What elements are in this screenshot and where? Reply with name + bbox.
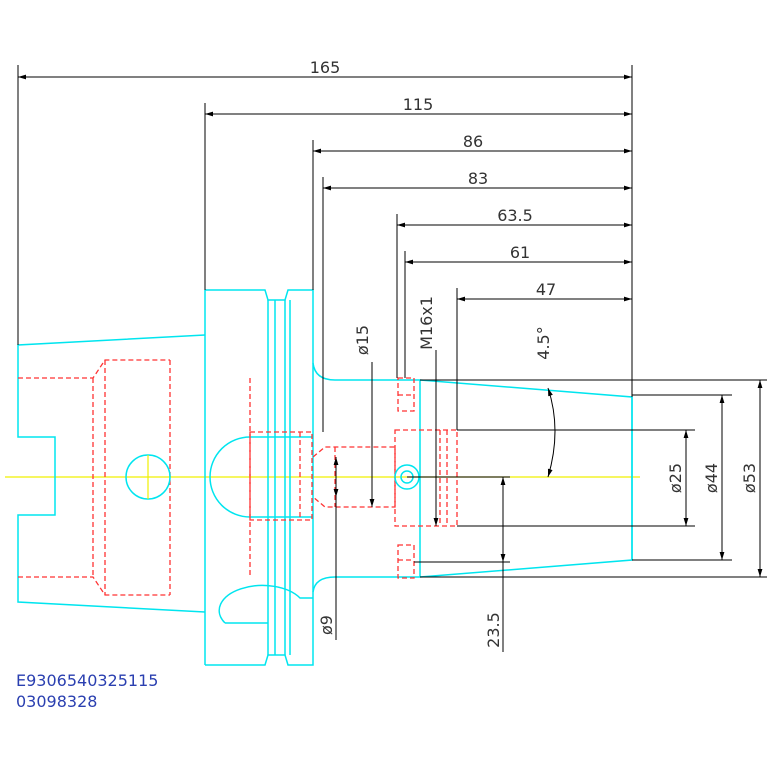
dim-115: 115 xyxy=(403,95,434,114)
dim-83: 83 xyxy=(468,169,488,188)
diameter-dimensions xyxy=(420,379,767,578)
dim-47: 47 xyxy=(536,280,556,299)
dim-angle: 4.5° xyxy=(534,326,553,359)
dim-63-5: 63.5 xyxy=(497,206,533,225)
dim-dia-9: ø9 xyxy=(317,615,336,635)
part-code-line2: 03098328 xyxy=(16,692,97,711)
dim-dia-25: ø25 xyxy=(666,463,685,493)
inner-dimensions xyxy=(333,350,556,652)
dim-23-5: 23.5 xyxy=(484,612,503,648)
dim-dia-15: ø15 xyxy=(353,325,372,355)
dim-165: 165 xyxy=(310,58,341,77)
dim-dia-44: ø44 xyxy=(702,463,721,493)
length-dimensions xyxy=(17,65,633,432)
part-outline xyxy=(17,289,633,666)
dim-86: 86 xyxy=(463,132,483,151)
part-code-line1: E9306540325115 xyxy=(16,671,158,690)
dim-thread: M16x1 xyxy=(417,296,436,350)
dim-61: 61 xyxy=(510,243,530,262)
dim-dia-53: ø53 xyxy=(740,463,759,493)
